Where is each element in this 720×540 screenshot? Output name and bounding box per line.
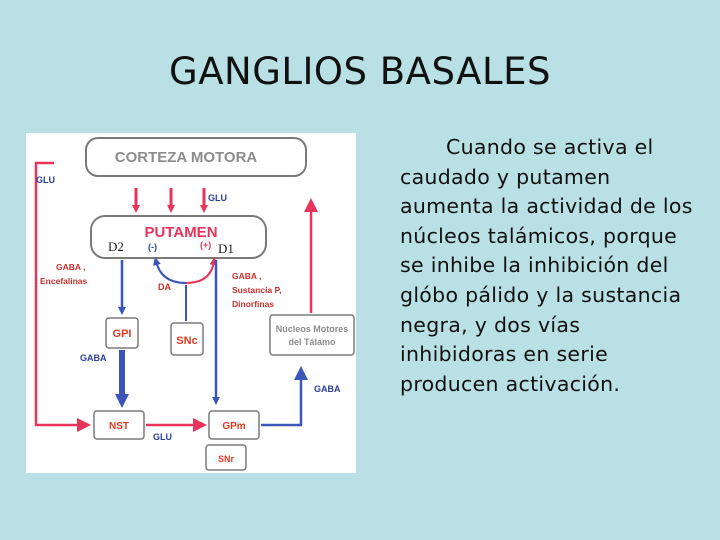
glu-left-label: GLU — [36, 175, 55, 185]
gpi-label: GPI — [113, 328, 132, 340]
basal-ganglia-diagram: CORTEZA MOTORA PUTAMEN GPI SNc Núcleos M… — [26, 133, 356, 473]
slide-body-content: Cuando se activa el caudado y putamen au… — [400, 135, 693, 396]
snc-label: SNc — [176, 335, 197, 347]
arrow-da-d2 — [152, 257, 187, 284]
gaba-sp-label-3: Dinorfinas — [232, 299, 274, 309]
gpi-box — [105, 317, 139, 349]
gaba-enc-label-2: Encefalinas — [40, 276, 88, 286]
d2-label: D2 — [108, 239, 124, 254]
slide-body-text: Cuando se activa el caudado y putamen au… — [400, 133, 700, 399]
arrow-da-d1 — [185, 257, 218, 284]
thalamus-box — [269, 314, 355, 356]
putamen-box — [90, 215, 267, 259]
gpm-box — [208, 410, 260, 440]
da-label: DA — [158, 282, 171, 292]
nst-box — [93, 410, 145, 440]
nst-label: NST — [109, 421, 129, 432]
gaba-enc-label-1: GABA , — [56, 262, 85, 272]
gaba-right-label: GABA — [314, 384, 341, 394]
gpm-label: GPm — [222, 421, 245, 432]
cortex-box — [85, 137, 307, 177]
glu-top-label: GLU — [208, 193, 227, 203]
thalamus-label-1: Núcleos Motores — [276, 324, 349, 334]
gaba-mid-label: GABA — [80, 353, 107, 363]
glu-bottom-label: GLU — [153, 432, 172, 442]
thalamus-label-2: del Tálamo — [288, 337, 336, 347]
slide-title: GANGLIOS BASALES — [169, 50, 551, 93]
snc-box — [170, 322, 204, 356]
minus-label: (-) — [148, 242, 157, 252]
cortex-label: CORTEZA MOTORA — [115, 149, 258, 166]
arrow-cortex-nst — [34, 161, 91, 432]
arrow-gpm-thalamus — [261, 366, 308, 427]
snr-box — [205, 444, 247, 471]
gaba-sp-label-1: GABA , — [232, 271, 261, 281]
putamen-label: PUTAMEN — [144, 224, 217, 241]
diagram-svg: CORTEZA MOTORA PUTAMEN GPI SNc Núcleos M… — [34, 137, 355, 471]
plus-label: (+) — [200, 240, 211, 250]
gaba-sp-label-2: Sustancia P, — [232, 285, 281, 295]
snr-label: SNr — [218, 454, 235, 464]
d1-label: D1 — [218, 241, 234, 256]
